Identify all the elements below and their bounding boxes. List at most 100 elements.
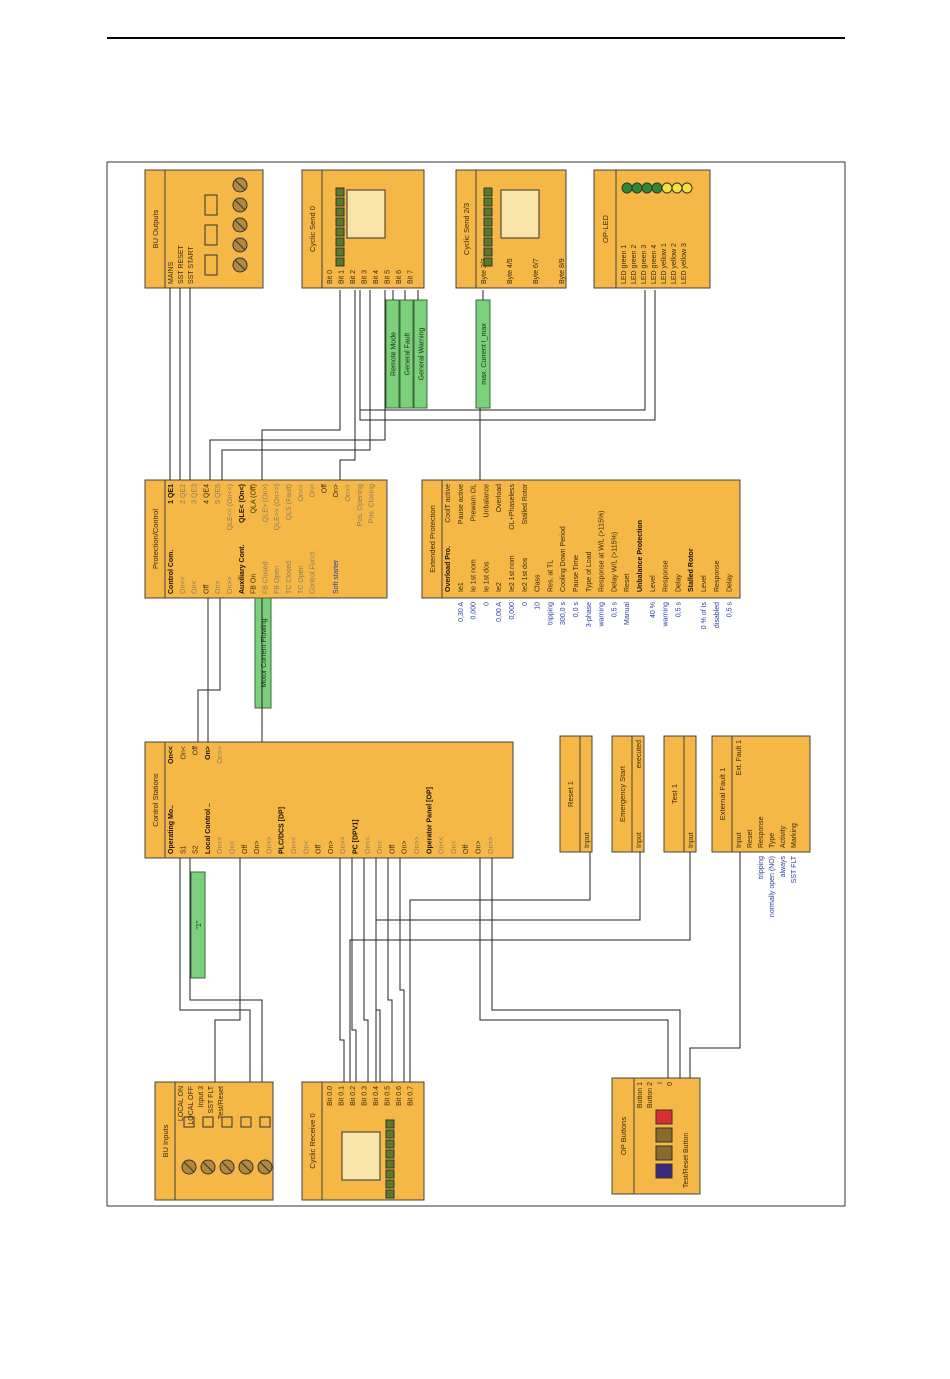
extended-protection-param: Delay W/L (>115%) xyxy=(611,532,618,592)
extended-protection-param: Ie 1st nom xyxy=(471,559,478,592)
plc-device-icon xyxy=(346,189,386,239)
tag-general-warning-text: General Warning xyxy=(419,328,426,381)
emergency-start-input-label: Input xyxy=(636,832,643,848)
bit-led-icon xyxy=(385,1179,395,1189)
wire-cs-to-receive xyxy=(387,858,393,1082)
byte-led-icon xyxy=(483,187,493,197)
bit-led-icon xyxy=(335,207,345,217)
protection-control-input-label: On>> xyxy=(227,576,234,594)
extended-protection-param: Level xyxy=(650,575,657,592)
bit-led-icon xyxy=(335,197,345,207)
extended-protection-output-label: CoolT active xyxy=(445,484,452,523)
wire-cs-to-receive xyxy=(339,858,345,1082)
op-buttons-title: OP Buttons xyxy=(619,1117,628,1155)
control-stations-input-label: On<< xyxy=(439,836,446,854)
protection-control-output-label: On> xyxy=(333,484,340,497)
bu-inputs-pin-label: SST FLT xyxy=(208,1085,215,1113)
bu-inputs-pin-label: LOCAL OFF xyxy=(188,1086,195,1125)
cyclic-send-0-pin-label: Bit 3 xyxy=(362,270,369,284)
tag-remote-mode-text: Remote Mode xyxy=(391,332,398,376)
wire-op-panel xyxy=(491,858,681,1078)
extended-protection-value: 0,5 s xyxy=(611,602,618,618)
bit-led-icon xyxy=(385,1149,395,1159)
op-buttons-footer: Test/Reset Button xyxy=(683,1133,690,1188)
wire-led xyxy=(359,290,656,421)
bu-inputs-pin-label: LOCAL ON xyxy=(178,1086,185,1121)
protection-control-input-label: TC Closed xyxy=(286,561,293,594)
wire-qe-to-send xyxy=(221,290,371,480)
op-led-pin-label: LED green 3 xyxy=(641,245,648,284)
control-stations-input-label: On< xyxy=(377,841,384,854)
extended-protection-param: Level xyxy=(701,575,708,592)
tag-general-warning xyxy=(413,299,428,409)
extended-protection-value: 3-phase xyxy=(586,602,593,627)
extended-protection-param: Stalled Rotor xyxy=(688,548,695,592)
op-led-pin-label: LED yellow 3 xyxy=(681,243,688,284)
bu-outputs-pin-label: SST START xyxy=(188,246,195,284)
extended-protection-value: disabled xyxy=(714,602,721,628)
wire-led xyxy=(360,290,646,411)
wire-cs-to-bu-in xyxy=(179,858,251,1082)
status-led-icon xyxy=(621,182,633,194)
cyclic-send-0-title: Cyclic Send 0 xyxy=(308,206,317,252)
extended-protection-param: Class xyxy=(535,574,542,592)
cyclic-receive-0-pin-label: Bit 0.3 xyxy=(362,1086,369,1106)
wire-cs-to-bu-in xyxy=(189,858,263,1082)
extended-protection-value: Manual xyxy=(624,602,631,625)
emergency-start-output-label: executed xyxy=(636,740,643,769)
control-stations-input-label: On> xyxy=(328,841,335,854)
external-fault-value: always xyxy=(780,856,787,878)
bu-inputs-title: BU Inputs xyxy=(161,1124,170,1157)
status-led-icon xyxy=(671,182,683,194)
op-led-pin-label: LED green 4 xyxy=(651,245,658,284)
bit-led-icon xyxy=(385,1139,395,1149)
external-fault-value: tripping xyxy=(758,856,765,879)
protection-control-input-label: Auxiliary Cont. xyxy=(239,545,246,594)
terminal-screw-slot xyxy=(183,1161,195,1173)
extended-protection-param: Delay xyxy=(727,574,734,592)
external-fault-output-label: Ext. Fault 1 xyxy=(736,740,743,776)
protection-control-input-label: On< xyxy=(192,581,199,594)
extended-protection-value: 40 % xyxy=(650,602,657,618)
control-stations-input-label: Local Control .. xyxy=(205,803,212,854)
relay-coil-icon xyxy=(204,194,218,216)
protection-control-output-label: QLE<< (On<<) xyxy=(227,484,234,530)
protection-control-output-label: On< xyxy=(310,484,317,497)
cyclic-send-23-title: Cyclic Send 2/3 xyxy=(462,203,471,255)
extended-protection-param: Pause Time xyxy=(573,555,580,592)
bit-led-icon xyxy=(385,1119,395,1129)
extended-protection-value: 0 xyxy=(522,602,529,606)
protection-control-body xyxy=(144,479,388,599)
byte-led-icon xyxy=(483,247,493,257)
cyclic-receive-0-pin-label: Bit 0.7 xyxy=(408,1086,415,1106)
wire-reset xyxy=(409,852,591,1082)
protection-control-output-label: 4 QE4 xyxy=(203,484,210,504)
external-fault-value: SST FLT xyxy=(791,855,798,883)
byte-led-icon xyxy=(483,237,493,247)
control-stations-input-label: Off xyxy=(389,845,396,854)
terminal-screw-slot xyxy=(202,1161,214,1173)
extended-protection-value: warning xyxy=(599,602,606,628)
external-fault-value: normally open (NO) xyxy=(769,856,776,917)
protection-control-output-label: On<< xyxy=(298,484,305,502)
control-stations-output-label: On>> xyxy=(217,746,224,764)
cyclic-send-23-pin-label: Byte 4/5 xyxy=(507,258,514,284)
control-stations-input-label: On>> xyxy=(266,836,273,854)
control-stations-input-label: On> xyxy=(476,841,483,854)
wire-qe-to-send xyxy=(209,290,386,480)
op-led-pin-label: LED green 1 xyxy=(621,245,628,284)
wire-cs-to-receive xyxy=(399,858,405,1082)
protection-control-input-label: On<< xyxy=(180,576,187,594)
cyclic-send-0-pin-label: Bit 4 xyxy=(373,270,380,284)
control-stations-title: Control Stations xyxy=(151,773,160,827)
tag-general-fault-text: General Fault xyxy=(405,333,412,375)
op-buttons-pin-label: I xyxy=(657,1082,664,1084)
cyclic-send-0-pin-label: Bit 6 xyxy=(396,270,403,284)
op-buttons-pin-label: 0 xyxy=(667,1082,674,1086)
wire-cs-to-receive xyxy=(363,858,369,1082)
bit-led-icon xyxy=(335,227,345,237)
